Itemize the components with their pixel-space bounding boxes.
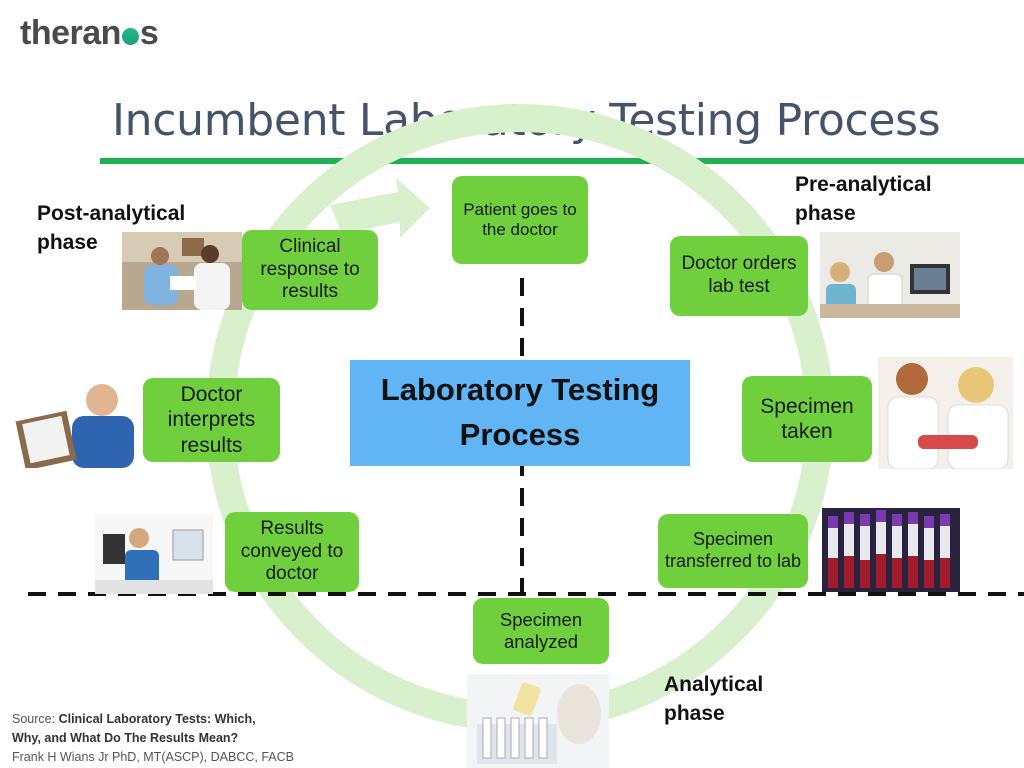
step-analyzed-label: Specimen analyzed	[499, 608, 583, 652]
photo-doctor-office	[820, 232, 960, 318]
logo-dot-icon	[121, 28, 139, 45]
step-results-conveyed: Results conveyed to doctor	[225, 512, 359, 592]
step-clinical-label: Clinical response to results	[260, 235, 360, 303]
source-author: Frank H Wians Jr PhD, MT(ASCP), DABCC, F…	[12, 749, 294, 764]
source-citation: Source: Clinical Laboratory Tests: Which…	[12, 710, 294, 766]
step-interprets-label: Doctor interprets results	[167, 383, 256, 457]
phase-post-line2: phase	[37, 231, 98, 255]
photo-specimen-tubes	[822, 508, 960, 592]
phase-analytical-line2: phase	[664, 702, 725, 726]
center-title-line1: Laboratory Testing	[380, 372, 660, 408]
phase-pre-line2: phase	[795, 202, 856, 226]
step-patient-label: Patient goes to the doctor	[463, 199, 577, 239]
source-prefix: Source:	[12, 712, 59, 726]
photo-thinking-doctor	[14, 370, 139, 468]
step-conveyed-label: Results conveyed to doctor	[240, 517, 344, 585]
photo-specimen-taking	[878, 357, 1013, 469]
step-taken-label: Specimen taken	[760, 394, 854, 443]
cycle-arrow-head	[330, 178, 430, 238]
step-specimen-analyzed: Specimen analyzed	[473, 598, 609, 664]
photo-lab-analysis	[467, 674, 609, 768]
photo-doctor-with-xray	[95, 514, 213, 594]
logo-text-part2: s	[139, 14, 159, 52]
step-specimen-taken: Specimen taken	[742, 376, 872, 462]
step-orders-label: Doctor orders lab test	[681, 253, 797, 297]
source-title-line2: Why, and What Do The Results Mean?	[12, 730, 239, 745]
source-title-line1: Clinical Laboratory Tests: Which,	[58, 712, 256, 726]
phase-post-line1: Post-analytical	[37, 202, 186, 225]
step-doctor-orders-lab-test: Doctor orders lab test	[670, 236, 808, 316]
phase-pre-line1: Pre-analytical	[795, 173, 932, 196]
step-transferred-label: Specimen transferred to lab	[664, 529, 802, 571]
center-title-line2: Process	[459, 417, 581, 452]
phase-analytical-line1: Analytical	[664, 673, 764, 696]
step-clinical-response: Clinical response to results	[242, 230, 378, 310]
photo-patient-consultation	[122, 232, 242, 310]
phase-analytical: Analytical phase	[664, 670, 763, 729]
step-specimen-transferred: Specimen transferred to lab	[658, 514, 808, 588]
title-underline	[100, 158, 1024, 164]
step-doctor-interprets: Doctor interprets results	[143, 378, 280, 462]
phase-post-analytical: Post-analytical phase	[37, 199, 185, 258]
phase-pre-analytical: Pre-analytical phase	[795, 170, 932, 229]
logo-text-part1: theran	[20, 14, 121, 52]
step-patient-goes-to-doctor: Patient goes to the doctor	[452, 176, 588, 264]
